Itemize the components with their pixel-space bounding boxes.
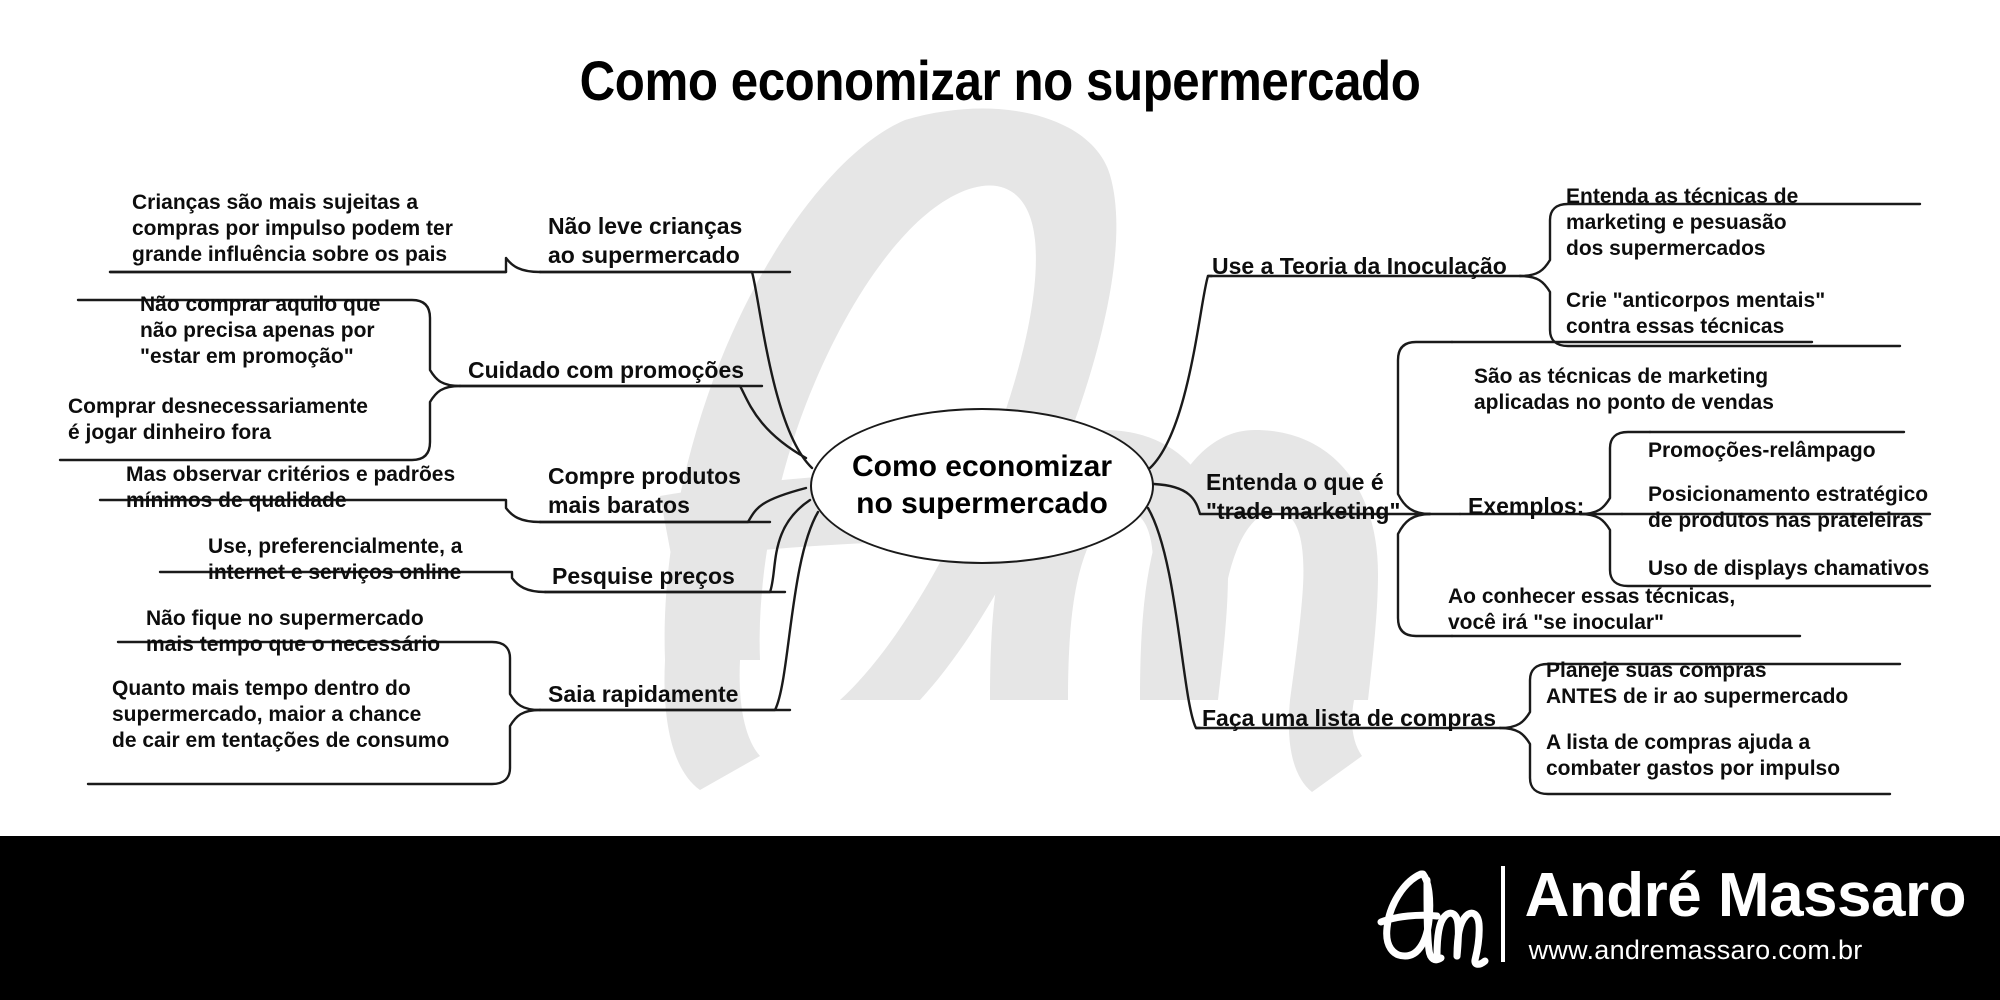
logo-divider — [1500, 866, 1505, 962]
branch-left-2-child-2-label[interactable]: Comprar desnecessariamente é jogar dinhe… — [68, 395, 368, 445]
central-topic-node[interactable]: Como economizar no supermercado — [810, 408, 1154, 564]
branch-right-1-child-1-label[interactable]: Entenda as técnicas de marketing e pesua… — [1566, 185, 1799, 261]
branch-left-1-label[interactable]: Não leve crianças ao supermercado — [548, 213, 743, 268]
branch-right-2-child-1-label[interactable]: São as técnicas de marketing aplicadas n… — [1474, 365, 1774, 415]
branch-left-5-label[interactable]: Saia rapidamente — [548, 681, 739, 707]
brand-logo[interactable]: André Massaro www.andremassaro.com.br — [1375, 860, 1967, 968]
branch-right-2-child-2-sub-3-label[interactable]: Uso de displays chamativos — [1648, 557, 1930, 580]
page-title: Como economizar no supermercado — [579, 49, 1421, 112]
branch-right-2-label[interactable]: Entenda o que é "trade marketing" — [1206, 469, 1401, 524]
branch-left-5-child-1-label[interactable]: Não fique no supermercado mais tempo que… — [146, 607, 441, 657]
branch-right-2-child-2-sub-2-label[interactable]: Posicionamento estratégico de produtos n… — [1648, 483, 1929, 533]
brand-text-block: André Massaro www.andremassaro.com.br — [1524, 860, 1967, 965]
branch-right-2-child-2-label[interactable]: Exemplos: — [1468, 493, 1585, 519]
branch-left-4-child-1-label[interactable]: Use, preferencialmente, a internet e ser… — [208, 535, 463, 585]
branch-right-2-child-3-label[interactable]: Ao conhecer essas técnicas, você irá "se… — [1448, 585, 1736, 635]
branch-left-2-child-1-label[interactable]: Não comprar aquilo que não precisa apena… — [140, 293, 381, 369]
branch-left-2-label[interactable]: Cuidado com promoções — [468, 357, 745, 383]
branch-right-2-child-2-sub-1-label[interactable]: Promoções-relâmpago — [1648, 439, 1876, 462]
brand-url[interactable]: www.andremassaro.com.br — [1528, 934, 1863, 965]
branch-right-3-child-1-label[interactable]: Planeje suas compras ANTES de ir ao supe… — [1546, 659, 1849, 709]
branch-left-5-child-2-label[interactable]: Quanto mais tempo dentro do supermercado… — [112, 677, 450, 753]
branch-left-4-label[interactable]: Pesquise preços — [552, 563, 735, 589]
branch-right-1-label[interactable]: Use a Teoria da Inoculação — [1212, 253, 1507, 279]
branch-right-3-label[interactable]: Faça uma lista de compras — [1202, 705, 1497, 731]
branch-left-3-label[interactable]: Compre produtos mais baratos — [548, 463, 741, 518]
branch-right-3-child-2-label[interactable]: A lista de compras ajuda a combater gast… — [1546, 731, 1841, 781]
branch-right-1-child-2-label[interactable]: Crie "anticorpos mentais" contra essas t… — [1566, 289, 1826, 339]
brand-name: André Massaro — [1524, 860, 1967, 930]
branch-left-1-child-1-label[interactable]: Crianças são mais sujeitas a compras por… — [132, 191, 453, 267]
am-monogram-icon — [1377, 870, 1489, 968]
branch-left-3-child-1-label[interactable]: Mas observar critérios e padrões mínimos… — [126, 463, 456, 513]
footer-bar: André Massaro www.andremassaro.com.br — [0, 836, 2000, 1000]
central-topic-label: Como economizar no supermercado — [851, 450, 1113, 520]
